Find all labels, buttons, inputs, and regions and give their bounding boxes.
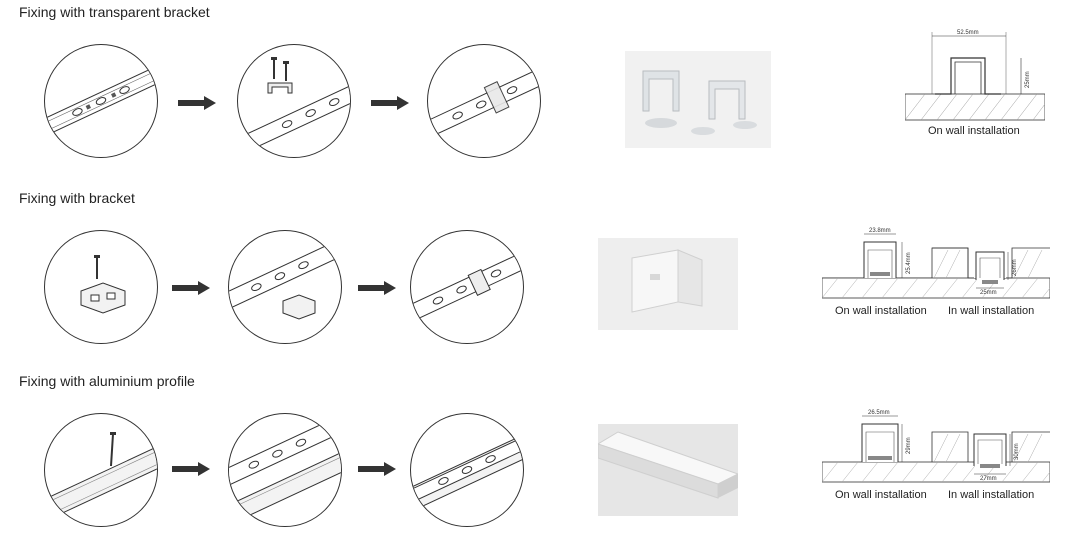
right-arrow-icon <box>371 96 409 110</box>
on-wall-height-label: 25.4mm <box>906 252 912 274</box>
section-title-aluminium-profile: Fixing with aluminium profile <box>19 373 195 389</box>
right-arrow-icon <box>172 462 210 476</box>
product-photo-transparent-brackets <box>625 51 771 148</box>
step-illustration-strip-in-profile <box>410 413 524 527</box>
step-illustration-strip-clipped <box>410 230 524 344</box>
on-wall-width-label: 26.5mm <box>868 410 890 416</box>
caption-in-wall: In wall installation <box>948 305 1035 317</box>
right-arrow-icon <box>358 462 396 476</box>
step-illustration-profile-screw <box>44 413 158 527</box>
product-photo-bracket <box>598 238 738 330</box>
width-label: 52.5mm <box>957 30 979 36</box>
step-illustration-strip-above-bracket <box>228 230 342 344</box>
caption-on-wall: On wall installation <box>928 125 1020 137</box>
step-illustration-strip-above-profile <box>228 413 342 527</box>
in-wall-width-label: 27mm <box>980 476 997 482</box>
section-title-transparent-bracket: Fixing with transparent bracket <box>19 4 210 20</box>
right-arrow-icon <box>358 281 396 295</box>
step-illustration-mounted <box>427 44 541 158</box>
dimension-diagram-transparent-bracket: 52.5mm 25mm <box>905 30 1045 121</box>
step-illustration-strip <box>44 44 158 158</box>
step-illustration-bracket-clip <box>44 230 158 344</box>
dimension-diagram-bracket: 23.8mm 25.4mm 25mm 26mm <box>822 228 1050 299</box>
caption-on-wall: On wall installation <box>835 489 927 501</box>
in-wall-height-label: 26mm <box>1012 259 1018 276</box>
in-wall-height-label: 30mm <box>1014 443 1020 460</box>
caption-on-wall: On wall installation <box>835 305 927 317</box>
product-photo-aluminium-profile <box>598 424 738 516</box>
on-wall-width-label: 23.8mm <box>869 228 891 234</box>
step-illustration-bracket-screws <box>237 44 351 158</box>
section-title-bracket: Fixing with bracket <box>19 190 135 206</box>
dimension-diagram-aluminium-profile: 26.5mm 29mm 27mm 30mm <box>822 410 1050 483</box>
height-label: 25mm <box>1025 71 1031 88</box>
right-arrow-icon <box>178 96 216 110</box>
caption-in-wall: In wall installation <box>948 489 1035 501</box>
right-arrow-icon <box>172 281 210 295</box>
on-wall-height-label: 29mm <box>906 437 912 454</box>
in-wall-width-label: 25mm <box>980 290 997 296</box>
